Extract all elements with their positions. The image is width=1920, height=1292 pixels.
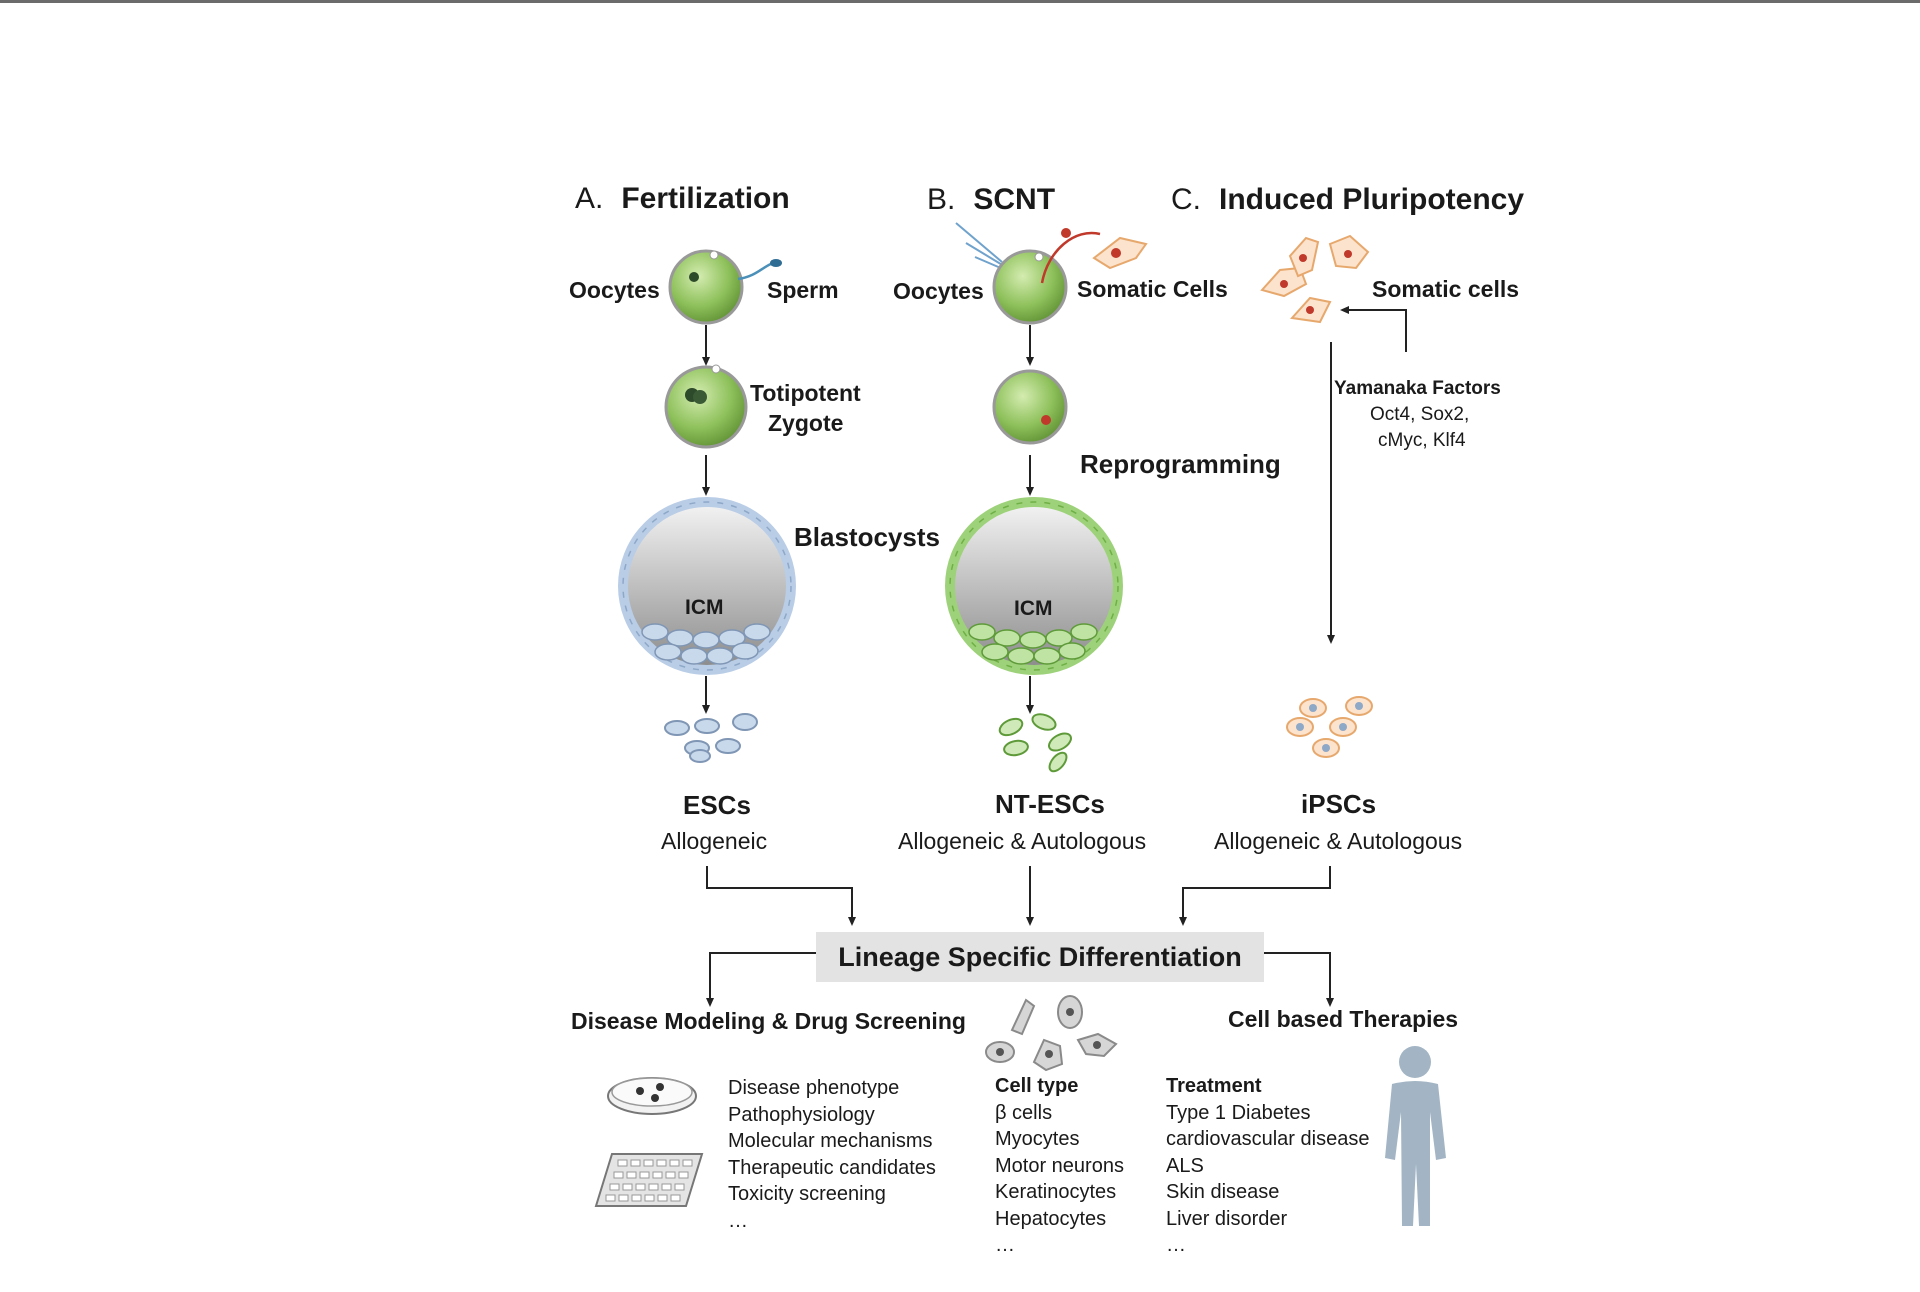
somatic-cell-b-icon: [1061, 228, 1148, 270]
ntescs-cells-icon: [998, 713, 1072, 773]
arrow-ipscs-to-lineage: [1179, 866, 1331, 926]
icm-b-label: ICM: [1014, 597, 1053, 620]
list-item: β cells: [995, 1101, 1053, 1124]
differentiated-nuclei-icon: [996, 1008, 1101, 1058]
list-item: Myocytes: [995, 1128, 1080, 1150]
reprogramming-label: Reprogramming: [1080, 449, 1281, 479]
zygote-label-line2: Zygote: [768, 410, 844, 436]
section-c-letter: C.: [1171, 183, 1201, 216]
disease-list: Disease phenotype Pathophysiology Molecu…: [728, 1075, 936, 1234]
disease-modeling-title: Disease Modeling & Drug Screening: [571, 1008, 966, 1034]
cell-type-list: Cell type β cells Myocytes Motor neurons…: [995, 1073, 1124, 1259]
human-silhouette-icon: [1385, 1046, 1446, 1226]
list-item: Motor neurons: [995, 1154, 1124, 1177]
icm-a-label: ICM: [685, 596, 724, 619]
list-item: …: [1166, 1234, 1186, 1256]
list-item: …: [995, 1234, 1015, 1256]
escs-cells-icon: [664, 713, 758, 763]
somatic-cells-c-label: Somatic cells: [1372, 276, 1520, 302]
arrow-escs-to-lineage: [706, 866, 856, 926]
arrow-lineage-to-disease: [706, 952, 816, 1007]
arrow-lineage-to-therapies: [1264, 952, 1334, 1007]
section-c-title: C. Induced Pluripotency: [1171, 183, 1524, 217]
oocytes-a-label: Oocytes: [569, 277, 660, 303]
pipette-icon: [955, 222, 1005, 270]
nucleus-transfer-arrow: [1040, 231, 1101, 284]
list-item: Keratinocytes: [995, 1181, 1117, 1203]
list-item: Hepatocytes: [995, 1207, 1107, 1230]
yamanaka-title: Yamanaka Factors: [1334, 378, 1501, 399]
list-item: …: [728, 1209, 748, 1232]
ntescs-type-label: Allogeneic & Autologous: [898, 828, 1147, 854]
top-border: [0, 0, 1920, 3]
oocytes-b-label: Oocytes: [893, 278, 984, 304]
arrow-factors-to-somatic: [1340, 306, 1407, 352]
cell-type-title: Cell type: [995, 1075, 1079, 1097]
lineage-label: Lineage Specific Differentiation: [838, 941, 1242, 972]
treatment-title: Treatment: [1166, 1075, 1262, 1097]
treatment-list: Treatment Type 1 Diabetes cardiovascular…: [1166, 1073, 1369, 1259]
escs-type-label: Allogeneic: [661, 828, 768, 854]
oocyte-b-icon: [992, 249, 1068, 325]
list-item: Skin disease: [1166, 1181, 1280, 1203]
differentiated-cells-icon: [985, 995, 1118, 1072]
list-item: Type 1 Diabetes: [1166, 1101, 1311, 1124]
somatic-cells-b-label: Somatic Cells: [1077, 276, 1228, 302]
cell-therapies-title: Cell based Therapies: [1228, 1006, 1459, 1032]
section-c-name: Induced Pluripotency: [1219, 183, 1525, 216]
list-item: Disease phenotype: [728, 1077, 900, 1099]
ipscs-type-label: Allogeneic & Autologous: [1214, 828, 1463, 854]
blastocyst-a-icon: [618, 497, 796, 675]
somatic-nuclei-icon: [1280, 250, 1352, 314]
blastocysts-label: Blastocysts: [794, 522, 940, 552]
list-item: Toxicity screening: [728, 1183, 886, 1205]
ipscs-label: iPSCs: [1301, 789, 1377, 819]
blastocyst-b-icon: [945, 497, 1123, 675]
section-a-name: Fertilization: [621, 182, 790, 215]
section-a-title: A. Fertilization: [575, 182, 790, 216]
ntescs-label: NT-ESCs: [995, 789, 1105, 819]
section-a-letter: A.: [575, 182, 604, 215]
petri-dish-icon: [607, 1077, 697, 1115]
yamanaka-line1: Oct4, Sox2,: [1370, 404, 1470, 425]
list-item: cardiovascular disease: [1166, 1128, 1370, 1150]
section-b-letter: B.: [927, 183, 956, 216]
yamanaka-line2: cMyc, Klf4: [1378, 430, 1466, 451]
section-b-name: SCNT: [973, 183, 1056, 216]
ipscs-nuclei-icon: [1296, 702, 1363, 752]
well-plate-icon: [594, 1153, 704, 1207]
lineage-differentiation-box: Lineage Specific Differentiation: [816, 932, 1264, 982]
escs-label: ESCs: [683, 790, 751, 820]
oocyte-a-icon: [668, 249, 744, 325]
list-item: Liver disorder: [1166, 1207, 1288, 1230]
sperm-icon: [737, 259, 782, 281]
list-item: ALS: [1166, 1154, 1204, 1177]
sperm-label: Sperm: [767, 277, 839, 303]
zygote-label-line1: Totipotent: [750, 380, 861, 406]
reconstructed-oocyte-icon: [992, 369, 1068, 445]
list-item: Molecular mechanisms: [728, 1130, 933, 1152]
zygote-icon: [664, 364, 748, 449]
list-item: Pathophysiology: [728, 1103, 875, 1126]
list-item: Therapeutic candidates: [728, 1156, 936, 1179]
section-b-title: B. SCNT: [927, 183, 1055, 217]
